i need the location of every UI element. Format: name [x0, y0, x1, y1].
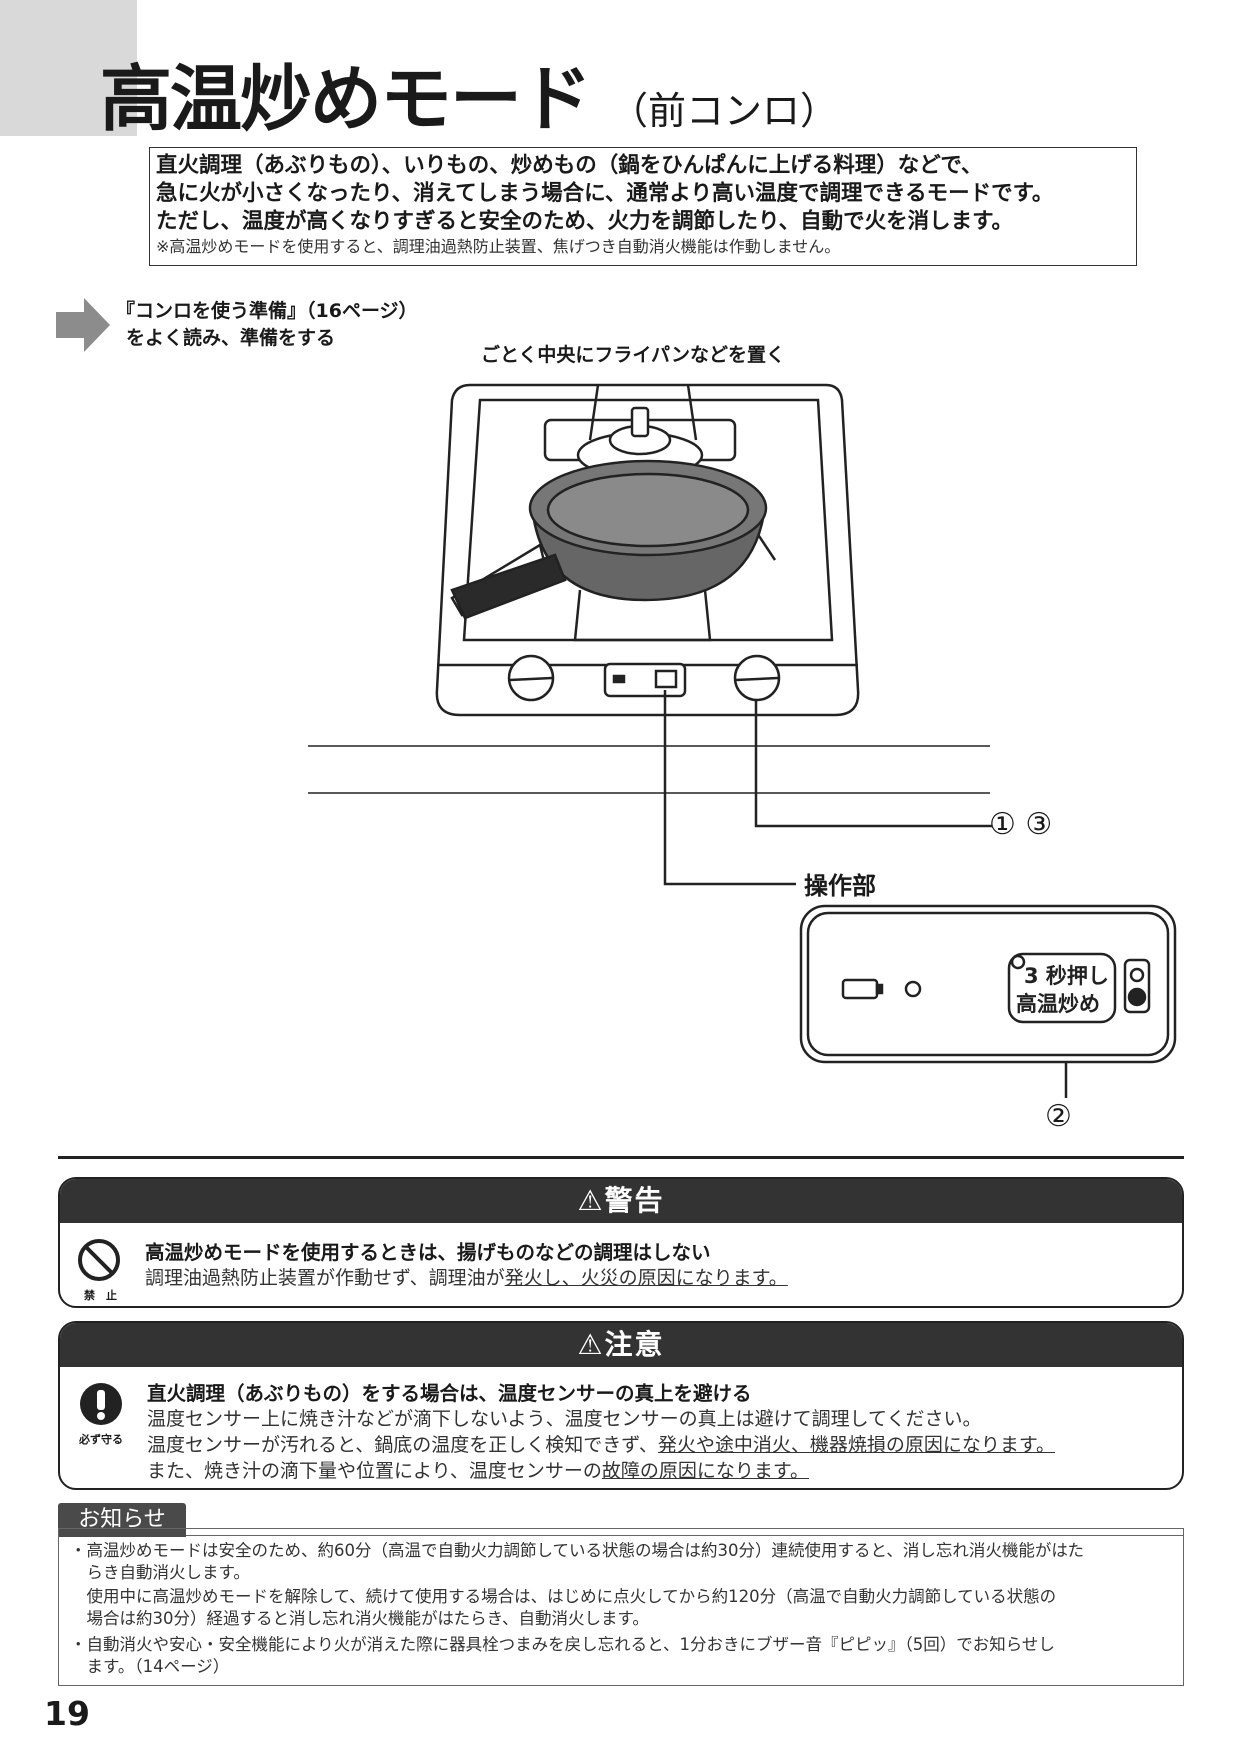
caution-line3-text: また、焼き汁の滴下量や位置により、温度センサーの: [147, 1460, 602, 1482]
mandatory-icon: [80, 1383, 122, 1425]
mandatory-label: 必ず守る: [79, 1433, 123, 1446]
caution-line3: また、焼き汁の滴下量や位置により、温度センサーの故障の原因になります。: [147, 1456, 809, 1483]
notice-line: 場合は約30分）経過すると消し忘れ消火機能がはたらき、自動消火します。: [70, 1609, 649, 1628]
notice-line: らき自動消火します。: [70, 1563, 250, 1582]
title-sub: （前コンロ）: [610, 89, 839, 133]
title-main: 高温炒めモード: [100, 57, 592, 141]
warning-header: ⚠警告: [60, 1179, 1182, 1223]
notice-tab: お知らせ: [58, 1503, 186, 1537]
notice-line: ・高温炒めモードは安全のため、約60分（高温で自動火力調節している状態の場合は約…: [70, 1541, 1085, 1560]
warning-title: 高温炒めモードを使用するときは、揚げものなどの調理はしない: [145, 1241, 711, 1264]
caution-line2: 温度センサーが汚れると、鍋底の温度を正しく検知できず、発火や途中消火、機器焼損の…: [147, 1430, 1055, 1457]
warning-body-text: 調理油過熱防止装置が作動せず、調理油が: [145, 1267, 505, 1289]
warning-box: ⚠警告 禁 止 高温炒めモードを使用するときは、揚げものなどの調理はしない 調理…: [58, 1177, 1184, 1308]
caution-title: 直火調理（あぶりもの）をする場合は、温度センサーの真上を避ける: [147, 1382, 752, 1405]
notice-line: ます。（14ページ）: [70, 1657, 230, 1676]
notice-line: ・自動消火や安心・安全機能により火が消えた際に器具栓つまみを戻し忘れると、1分お…: [70, 1635, 1055, 1654]
prep-line2: をよく読み、準備をする: [126, 327, 336, 349]
page-title: 高温炒めモード （前コンロ）: [100, 54, 838, 156]
stove-diagram: [308, 383, 1177, 1098]
intro-note: ※高温炒めモードを使用すると、調理油過熱防止装置、焦げつき自動消火機能は作動しま…: [156, 237, 841, 256]
caution-header-text: 注意: [604, 1328, 665, 1361]
prep-line1: 『コンロを使う準備』（16ページ）: [116, 300, 418, 322]
notice-line: 使用中に高温炒めモードを解除して、続けて使用する場合は、はじめに点火してから約1…: [70, 1587, 1057, 1606]
notice-box: [58, 1528, 1184, 1686]
arrow-right-icon: [56, 298, 110, 352]
intro-line: 直火調理（あぶりもの）、いりもの、炒めもの（鍋をひんぱんに上げる料理）などで、: [156, 153, 983, 178]
caution-triangle-icon: ⚠: [577, 1328, 605, 1361]
callout-2: ②: [1045, 1099, 1072, 1134]
panel-label-mode: 高温炒め: [1016, 992, 1100, 1016]
section-divider: [58, 1156, 1184, 1159]
warning-header-text: 警告: [604, 1184, 665, 1217]
prohibited-label: 禁 止: [84, 1289, 117, 1302]
caution-line1: 温度センサー上に焼き汁などが滴下しないよう、温度センサーの真上は避けて調理してく…: [147, 1408, 982, 1430]
warning-body-underline: 発火し、火災の原因になります。: [504, 1267, 788, 1289]
caution-line2-text: 温度センサーが汚れると、鍋底の温度を正しく検知できず、: [147, 1434, 658, 1456]
operation-panel: [799, 904, 1177, 1064]
warning-triangle-icon: ⚠: [577, 1184, 605, 1217]
prohibited-icon: [78, 1239, 120, 1281]
frying-pan: [450, 459, 768, 620]
intro-line: 急に火が小さくなったり、消えてしまう場合に、通常より高い温度で調理できるモードで…: [156, 181, 1054, 206]
intro-box: 直火調理（あぶりもの）、いりもの、炒めもの（鍋をひんぱんに上げる料理）などで、 …: [149, 147, 1137, 266]
place-caption: ごとく中央にフライパンなどを置く: [481, 344, 786, 366]
page-number: 19: [44, 1694, 90, 1733]
knobs: [507, 654, 781, 702]
warning-body: 調理油過熱防止装置が作動せず、調理油が発火し、火災の原因になります。: [145, 1263, 788, 1290]
caution-line2-underline: 発火や途中消火、機器焼損の原因になります。: [657, 1434, 1056, 1456]
counter-lines: [308, 745, 990, 794]
notice-rule: [186, 1535, 1184, 1536]
caution-box: ⚠注意 必ず守る 直火調理（あぶりもの）をする場合は、温度センサーの真上を避ける…: [58, 1321, 1184, 1490]
callout-1-3: ① ③: [989, 807, 1053, 842]
intro-line: ただし、温度が高くなりすぎると安全のため、火力を調節したり、自動で火を消します。: [156, 209, 1013, 234]
caution-header: ⚠注意: [60, 1323, 1182, 1367]
corner-tab: [0, 0, 137, 136]
panel-label-press: 3 秒押し: [1024, 964, 1109, 988]
callout-operation: 操作部: [804, 872, 876, 900]
caution-line3-underline: 故障の原因になります。: [601, 1460, 809, 1482]
